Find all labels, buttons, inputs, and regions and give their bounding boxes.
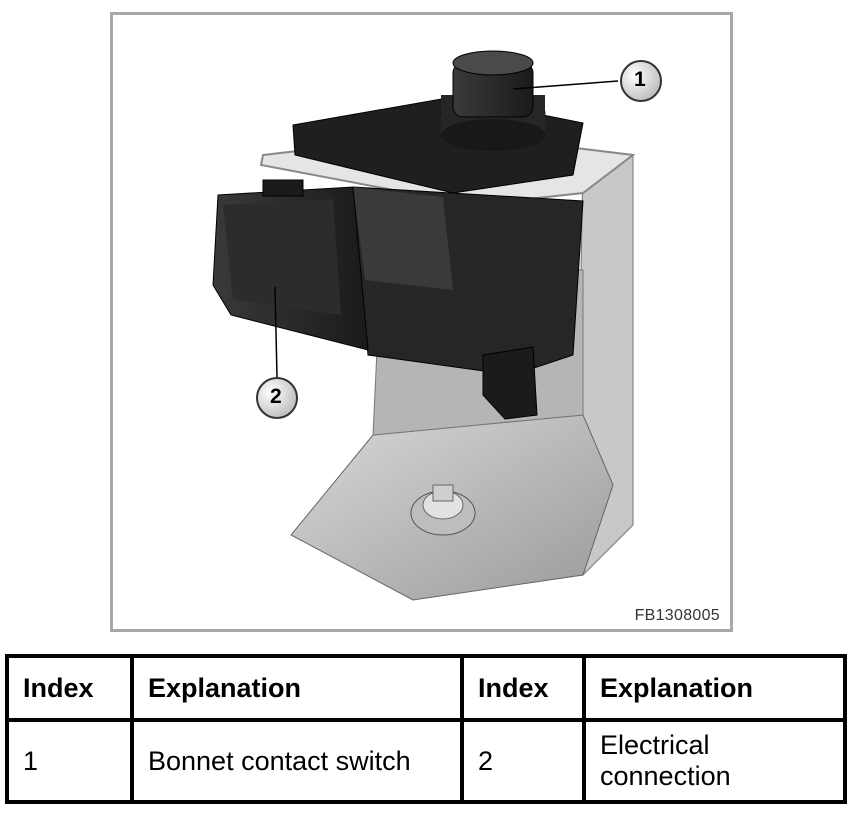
cell-index-1: 1 [5, 718, 134, 804]
bonnet-switch-illustration [212, 50, 662, 601]
mount-clip [482, 346, 538, 420]
table-row: 1 Bonnet contact switch 2 Electrical con… [5, 718, 847, 804]
callout-1 [620, 60, 662, 102]
callout-2-label: 2 [270, 385, 282, 408]
header-index-2: Index [460, 654, 586, 722]
table-header-row: Index Explanation Index Explanation [5, 654, 847, 722]
figure-code: FB1308005 [634, 607, 720, 624]
legend-table: Index Explanation Index Explanation 1 Bo… [5, 654, 847, 804]
header-explanation-2: Explanation [582, 654, 847, 722]
cell-explanation-2: Electrical connection [582, 718, 847, 804]
callout-2 [256, 377, 298, 419]
figure-frame: 1 2 FB1308005 [110, 12, 733, 632]
header-index-1: Index [5, 654, 134, 722]
header-explanation-1: Explanation [130, 654, 464, 722]
cell-explanation-1: Bonnet contact switch [130, 718, 464, 804]
cell-index-2: 2 [460, 718, 586, 804]
callout-1-label: 1 [634, 68, 646, 91]
